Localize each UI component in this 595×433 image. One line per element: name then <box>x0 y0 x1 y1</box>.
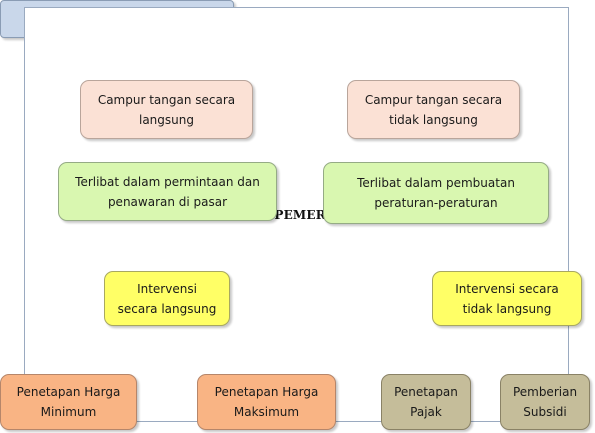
node-indirect-intervention: Campur tangan secara tidak langsung <box>347 80 520 139</box>
node-market-involvement: Terlibat dalam permintaan dan penawaran … <box>58 162 277 221</box>
node-direct-intervention: Campur tangan secara langsung <box>80 80 253 139</box>
node-intervensi-langsung: Intervensi secara langsung <box>104 271 230 326</box>
node-maximum-price: Penetapan Harga Maksimum <box>197 374 336 430</box>
node-minimum-price: Penetapan Harga Minimum <box>0 374 137 430</box>
node-regulation-involvement: Terlibat dalam pembuatan peraturan-perat… <box>323 162 549 224</box>
node-tax: Penetapan Pajak <box>381 374 471 430</box>
node-subsidy: Pemberian Subsidi <box>500 374 590 430</box>
node-intervensi-tidak-langsung: Intervensi secara tidak langsung <box>432 271 582 326</box>
